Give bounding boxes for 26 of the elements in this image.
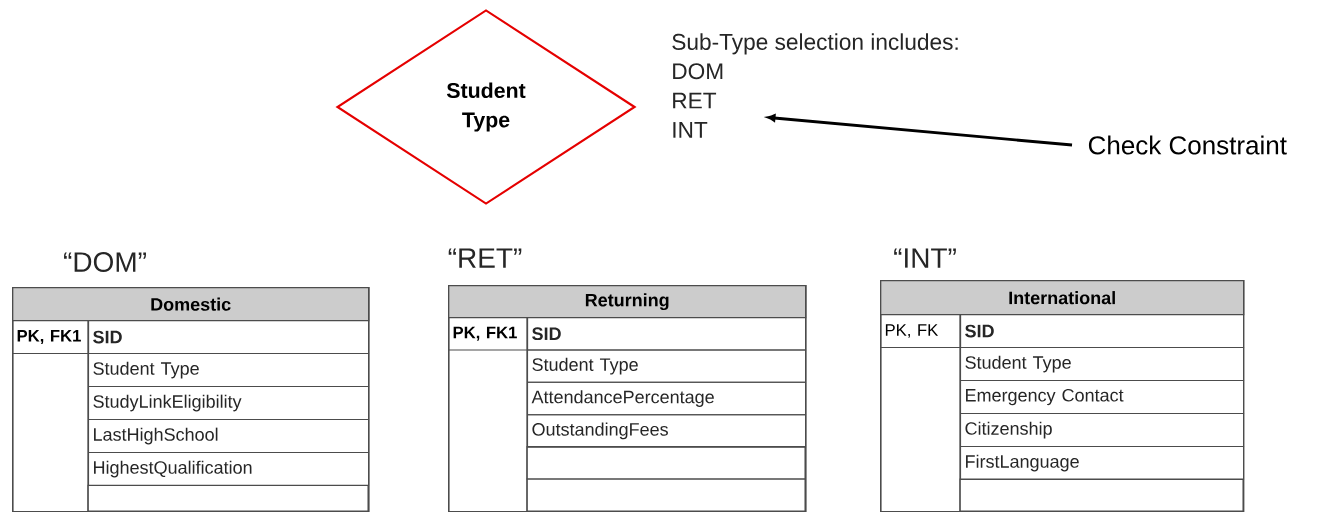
table-cell: StudyLinkEligibility: [88, 386, 370, 421]
table-cell: Student Type: [960, 347, 1245, 382]
table-cell: Student Type: [88, 353, 370, 388]
table-cell: HighestQualification: [88, 452, 370, 487]
subtype-label: “DOM”: [64, 252, 146, 272]
callout-text: Check Constraint: [1088, 135, 1287, 155]
table-header: International: [880, 280, 1245, 316]
table-cell: OutstandingFees: [527, 414, 807, 448]
table-cell: FirstLanguage: [960, 446, 1245, 481]
arrow: [767, 114, 1073, 147]
key-cell: PK, FK1: [12, 320, 90, 355]
table-cell: Emergency Contact: [960, 380, 1245, 415]
key-cell: PK, FK1: [448, 317, 529, 351]
table-cell: SID: [960, 314, 1245, 349]
note-text: Sub-Type selection includes: DOM RET INT: [672, 33, 958, 138]
table-cell: AttendancePercentage: [527, 381, 807, 416]
table-header: Returning: [448, 285, 807, 319]
subtype-label: “INT”: [894, 248, 956, 268]
table-header: Domestic: [12, 287, 370, 322]
table-cell: Citizenship: [960, 413, 1245, 448]
table-cell: SID: [527, 317, 807, 351]
table-cell: Student Type: [527, 349, 807, 383]
table-cell: SID: [88, 320, 370, 355]
subtype-label: “RET”: [448, 248, 522, 268]
key-cell: PK, FK: [880, 314, 962, 349]
table-cell: LastHighSchool: [88, 419, 370, 454]
